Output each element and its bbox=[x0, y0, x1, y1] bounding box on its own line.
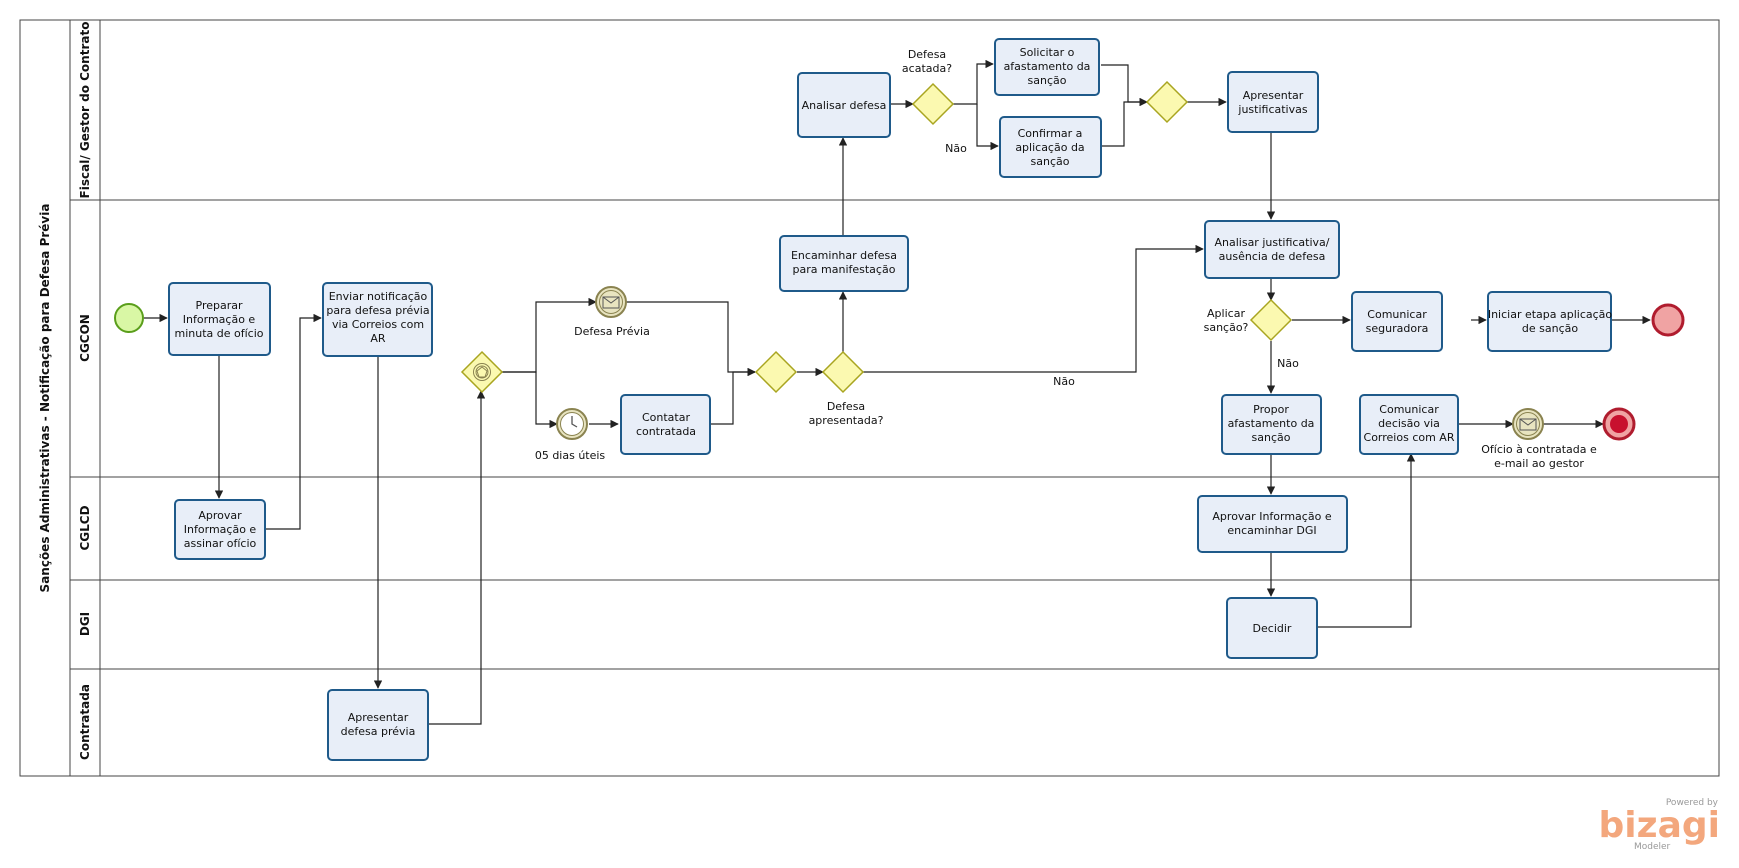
pool-title: Sanções Administrativas - Notificação pa… bbox=[38, 204, 52, 593]
task-apresentar-defesa[interactable]: Apresentar defesa prévia bbox=[327, 689, 429, 761]
task-solicitar[interactable]: Solicitar o afastamento da sanção bbox=[994, 38, 1100, 96]
aplicar-sancao-label-1: Aplicar bbox=[1207, 307, 1245, 320]
svg-text:via Correios com: via Correios com bbox=[332, 318, 424, 331]
event-based-gateway bbox=[460, 350, 504, 394]
svg-text:Analisar justificativa/: Analisar justificativa/ bbox=[1214, 236, 1329, 249]
justificativas-merge-gateway bbox=[1145, 80, 1189, 124]
task-encaminhar[interactable]: Encaminhar defesa para manifestação bbox=[779, 235, 909, 292]
task-apresentar-justificativas[interactable]: Apresentar justificativas bbox=[1227, 71, 1319, 133]
svg-text:AR: AR bbox=[370, 332, 386, 345]
task-comunicar-decisao[interactable]: Comunicar decisão via Correios com AR bbox=[1359, 394, 1459, 455]
svg-text:Preparar: Preparar bbox=[196, 299, 243, 312]
svg-text:para manifestação: para manifestação bbox=[793, 263, 896, 276]
defesa-acatada-label-1: Defesa bbox=[908, 48, 946, 61]
nao-aplicar-label: Não bbox=[1277, 357, 1299, 370]
timer-event-label: 05 dias úteis bbox=[535, 449, 606, 462]
svg-text:decisão via: decisão via bbox=[1378, 417, 1440, 430]
svg-text:para defesa prévia: para defesa prévia bbox=[326, 304, 429, 317]
oficio-label-line-1: Ofício à contratada e bbox=[1481, 443, 1597, 456]
defesa-acatada-gateway bbox=[911, 82, 955, 126]
svg-text:Decidir: Decidir bbox=[1253, 622, 1292, 635]
task-analisar-justificativa[interactable]: Analisar justificativa/ ausência de defe… bbox=[1204, 220, 1340, 279]
lane-label-cglcd: CGLCD bbox=[78, 505, 92, 550]
svg-text:sanção: sanção bbox=[1031, 155, 1070, 168]
oficio-label-line-2: e-mail ao gestor bbox=[1494, 457, 1584, 470]
svg-text:Informação e: Informação e bbox=[183, 313, 256, 326]
svg-text:defesa prévia: defesa prévia bbox=[341, 725, 416, 738]
task-aprovar-informacao-dgi[interactable]: Aprovar Informação e encaminhar DGI bbox=[1197, 495, 1348, 553]
timer-event bbox=[556, 408, 588, 440]
watermark-product: Modeler bbox=[1634, 842, 1671, 852]
pool bbox=[19, 19, 1720, 777]
svg-text:Confirmar a: Confirmar a bbox=[1018, 127, 1083, 140]
lane-label-cgcon: CGCON bbox=[78, 314, 92, 362]
task-confirmar[interactable]: Confirmar a aplicação da sanção bbox=[999, 116, 1102, 178]
lane-label-contratada: Contratada bbox=[78, 684, 92, 760]
svg-text:Analisar defesa: Analisar defesa bbox=[802, 99, 887, 112]
svg-text:afastamento da: afastamento da bbox=[1228, 417, 1315, 430]
svg-text:Solicitar o: Solicitar o bbox=[1020, 46, 1075, 59]
svg-text:Aprovar: Aprovar bbox=[198, 509, 242, 522]
svg-text:Contatar: Contatar bbox=[642, 411, 690, 424]
svg-text:sanção: sanção bbox=[1028, 74, 1067, 87]
defesa-apresentada-label-2: apresentada? bbox=[809, 414, 884, 427]
end-event-iniciar bbox=[1651, 303, 1685, 337]
message-event-oficio bbox=[1512, 408, 1544, 440]
message-event-label: Defesa Prévia bbox=[574, 325, 650, 338]
bizagi-watermark: Powered by bizagi Modeler bbox=[1599, 798, 1720, 852]
task-comunicar-seguradora[interactable]: Comunicar seguradora bbox=[1351, 291, 1443, 352]
svg-text:Correios com AR: Correios com AR bbox=[1364, 431, 1455, 444]
sequence-flows bbox=[144, 59, 1651, 725]
start-event bbox=[114, 303, 144, 333]
task-iniciar-etapa[interactable]: Iniciar etapa aplicação de sanção bbox=[1487, 291, 1613, 352]
svg-text:Propor: Propor bbox=[1253, 403, 1289, 416]
message-event-defesa-previa bbox=[595, 286, 627, 318]
defesa-acatada-label-2: acatada? bbox=[902, 62, 952, 75]
watermark-powered: Powered by bbox=[1666, 798, 1719, 808]
svg-text:Apresentar: Apresentar bbox=[1243, 89, 1304, 102]
task-aprovar-assinar[interactable]: Aprovar Informação e assinar ofício bbox=[174, 499, 266, 560]
svg-text:Apresentar: Apresentar bbox=[348, 711, 409, 724]
svg-text:contratada: contratada bbox=[636, 425, 696, 438]
svg-text:Comunicar: Comunicar bbox=[1367, 308, 1427, 321]
nao-apresentada-label: Não bbox=[1053, 375, 1075, 388]
svg-text:assinar ofício: assinar ofício bbox=[184, 537, 257, 550]
lane-label-fiscal: Fiscal/ Gestor do Contrato bbox=[78, 22, 92, 199]
task-preparar[interactable]: Preparar Informação e minuta de ofício bbox=[168, 282, 271, 356]
svg-text:aplicação da: aplicação da bbox=[1015, 141, 1084, 154]
task-analisar-defesa[interactable]: Analisar defesa bbox=[797, 72, 891, 138]
svg-text:Iniciar etapa aplicação: Iniciar etapa aplicação bbox=[1488, 308, 1613, 321]
watermark-brand: bizagi bbox=[1599, 805, 1720, 846]
end-event-oficio bbox=[1602, 407, 1636, 441]
defesa-apresentada-label-1: Defesa bbox=[827, 400, 865, 413]
svg-text:afastamento da: afastamento da bbox=[1004, 60, 1091, 73]
merge-gateway bbox=[754, 350, 798, 394]
task-contatar[interactable]: Contatar contratada bbox=[620, 394, 711, 455]
svg-text:Encaminhar defesa: Encaminhar defesa bbox=[791, 249, 897, 262]
svg-text:Enviar notificação: Enviar notificação bbox=[329, 290, 428, 303]
nao-acatada-label: Não bbox=[945, 142, 967, 155]
svg-text:Aprovar Informação e: Aprovar Informação e bbox=[1212, 510, 1331, 523]
svg-text:Comunicar: Comunicar bbox=[1379, 403, 1439, 416]
svg-text:minuta de ofício: minuta de ofício bbox=[174, 327, 263, 340]
svg-text:sanção: sanção bbox=[1252, 431, 1291, 444]
svg-text:justificativas: justificativas bbox=[1237, 103, 1307, 116]
svg-text:de sanção: de sanção bbox=[1522, 322, 1578, 335]
svg-text:Informação e: Informação e bbox=[184, 523, 257, 536]
svg-text:seguradora: seguradora bbox=[1366, 322, 1429, 335]
task-propor-afastamento[interactable]: Propor afastamento da sanção bbox=[1221, 394, 1322, 455]
task-decidir[interactable]: Decidir bbox=[1226, 597, 1318, 659]
task-enviar-notificacao[interactable]: Enviar notificação para defesa prévia vi… bbox=[322, 282, 433, 357]
svg-text:encaminhar DGI: encaminhar DGI bbox=[1227, 524, 1316, 537]
aplicar-sancao-label-2: sanção? bbox=[1204, 321, 1249, 334]
svg-text:ausência de defesa: ausência de defesa bbox=[1219, 250, 1326, 263]
aplicar-sancao-gateway bbox=[1249, 298, 1293, 342]
lane-label-dgi: DGI bbox=[78, 612, 92, 636]
defesa-apresentada-gateway bbox=[821, 350, 865, 394]
